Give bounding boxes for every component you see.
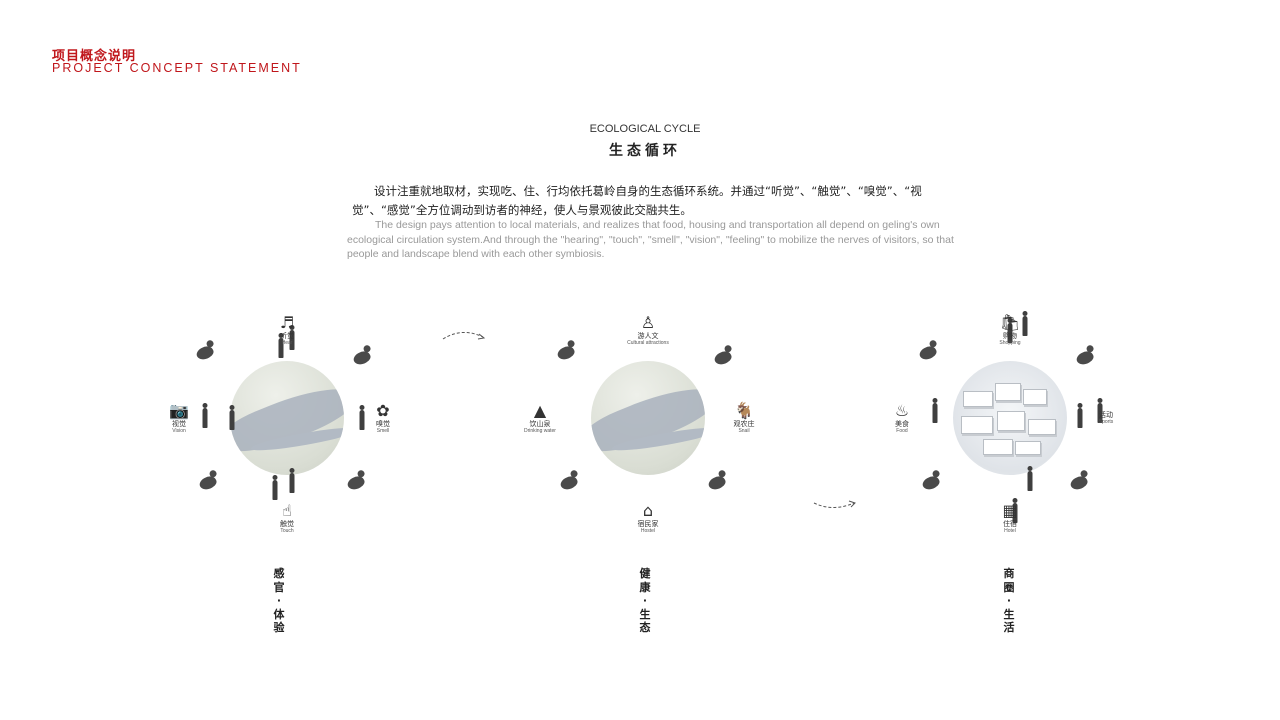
person-silhouette-icon <box>359 405 365 430</box>
person-silhouette-icon <box>289 325 295 350</box>
node-label-en: Snail <box>738 428 750 434</box>
node-label-cn: 触觉 <box>280 520 294 528</box>
person-silhouette-icon <box>1012 498 1018 523</box>
node-label-en: Sports <box>1098 419 1114 425</box>
node-label-en: Food <box>896 428 908 434</box>
hand-touch-icon: ☝ <box>282 501 292 520</box>
node-label-cn: 视觉 <box>171 420 186 428</box>
node-label-cn: 嗅觉 <box>376 420 390 428</box>
description-en: The design pays attention to local mater… <box>347 219 954 260</box>
person-silhouette-icon <box>1007 318 1013 343</box>
flower-icon: ✿ <box>376 401 390 420</box>
landscape-map-image <box>230 361 344 475</box>
node-label-en: Cultural attractions <box>627 340 669 346</box>
header-title-cn: 项目概念说明 <box>52 49 137 64</box>
diagram-caption: 商圈·生活 <box>1003 567 1015 634</box>
node-label-en: Vision <box>172 428 186 434</box>
person-silhouette-icon <box>202 403 208 428</box>
person-silhouette-icon <box>278 333 284 358</box>
person-silhouette-icon <box>272 475 278 500</box>
sheep-icon: 🐐 <box>734 401 754 420</box>
person-silhouette-icon <box>932 398 938 423</box>
animal-icon <box>712 348 734 368</box>
diagram-caption: 感官·体验 <box>273 567 285 634</box>
flow-arrow-2 <box>813 500 856 508</box>
node-label-en: Hotel <box>1004 528 1016 534</box>
animal-icon <box>1068 473 1090 493</box>
village-model-image <box>953 361 1067 475</box>
node-label-en: Shopping <box>999 340 1021 346</box>
node-label-cn: 饮山泉 <box>529 420 551 428</box>
person-silhouette-icon <box>289 468 295 493</box>
node-label-cn: 住宿 <box>1003 520 1017 528</box>
section-title-en: ECOLOGICAL CYCLE <box>589 123 701 135</box>
buddha-statue-icon: ♙ <box>640 313 656 332</box>
section-title-cn: 生态循环 <box>609 143 681 159</box>
node-label-cn: 美食 <box>895 420 909 428</box>
node-label-cn: 活动 <box>1098 411 1113 419</box>
animal-icon <box>555 343 577 363</box>
node-label-en: Hostel <box>640 528 656 534</box>
house-tree-icon: ⌂ <box>642 501 654 520</box>
person-silhouette-icon <box>1027 466 1033 491</box>
person-silhouette-icon <box>229 405 235 430</box>
node-label-en: Drinking water <box>524 428 556 434</box>
node-label-cn: 宿民家 <box>637 520 659 528</box>
node-label-cn: 购物 <box>1002 332 1017 340</box>
node-label-cn: 游人文 <box>637 332 659 340</box>
animal-icon <box>1074 348 1096 368</box>
camera-icon: 📷 <box>169 401 189 420</box>
person-silhouette-icon <box>1022 311 1028 336</box>
node-label-cn: 听觉 <box>280 332 294 340</box>
music-note-icon: ♬ <box>279 313 295 332</box>
animal-icon <box>920 473 942 493</box>
header-title-en: PROJECT CONCEPT STATEMENT <box>52 61 302 75</box>
landscape-map-image <box>591 361 705 475</box>
diagram-caption: 健康·生态 <box>639 567 651 634</box>
animal-icon <box>558 473 580 493</box>
description-cn: 设计注重就地取材，实现吃、住、行均依托葛岭自身的生态循环系统。并通过“听觉”、“… <box>352 184 922 217</box>
person-silhouette-icon <box>1097 398 1103 423</box>
person-silhouette-icon <box>1077 403 1083 428</box>
animal-icon <box>345 473 367 493</box>
flow-arrow-1 <box>442 332 486 340</box>
mountain-icon: ▲ <box>533 401 547 420</box>
food-bowl-icon: ♨ <box>894 401 910 420</box>
animal-icon <box>706 473 728 493</box>
hotel-icon: ▦ <box>1002 501 1018 520</box>
animal-icon <box>917 343 939 363</box>
node-label-cn: 观农庄 <box>733 420 755 428</box>
shopping-bag-icon: 🛍 <box>999 313 1021 332</box>
node-label-en: Touch <box>280 528 294 534</box>
node-label-en: Smell <box>376 428 390 434</box>
node-label-en: Hear <box>281 340 293 346</box>
animal-icon <box>194 343 216 363</box>
animal-icon <box>351 348 373 368</box>
animal-icon <box>197 473 219 493</box>
